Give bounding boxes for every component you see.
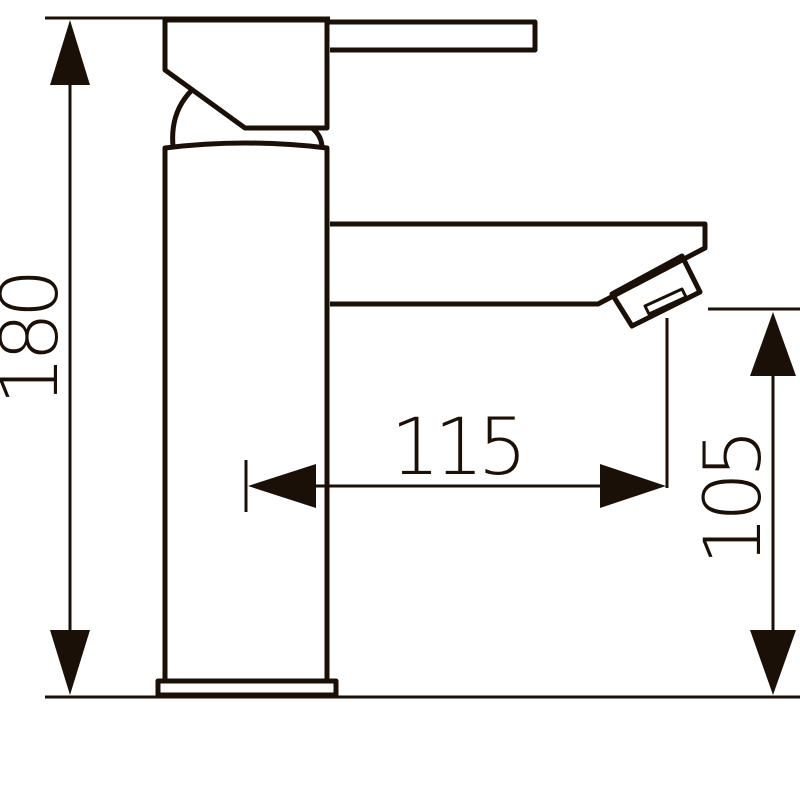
aerator	[609, 253, 703, 329]
arrowhead-left	[248, 464, 316, 508]
aerator-slot	[643, 287, 688, 316]
handle-dome	[170, 88, 194, 147]
arrowhead-down	[50, 630, 90, 695]
dimension-spout-height: 105	[689, 307, 800, 695]
handle-dome-right	[310, 126, 325, 149]
arrowhead-up	[50, 20, 90, 85]
handle-housing	[162, 17, 330, 131]
faucet-outline	[45, 17, 800, 699]
label-total-height: 180	[0, 275, 76, 406]
label-spout-height: 105	[689, 435, 779, 566]
faucet-body	[162, 140, 330, 682]
dimension-total-height: 180	[0, 16, 330, 695]
handle-lever	[327, 19, 538, 53]
label-spout-reach: 115	[391, 403, 522, 493]
faucet-base	[155, 678, 339, 698]
dimension-spout-reach: 115	[244, 318, 669, 512]
arrowhead-right	[600, 464, 666, 508]
spout	[330, 221, 708, 307]
arrowhead-up-right	[750, 312, 796, 376]
arrowhead-down-right	[750, 630, 796, 695]
